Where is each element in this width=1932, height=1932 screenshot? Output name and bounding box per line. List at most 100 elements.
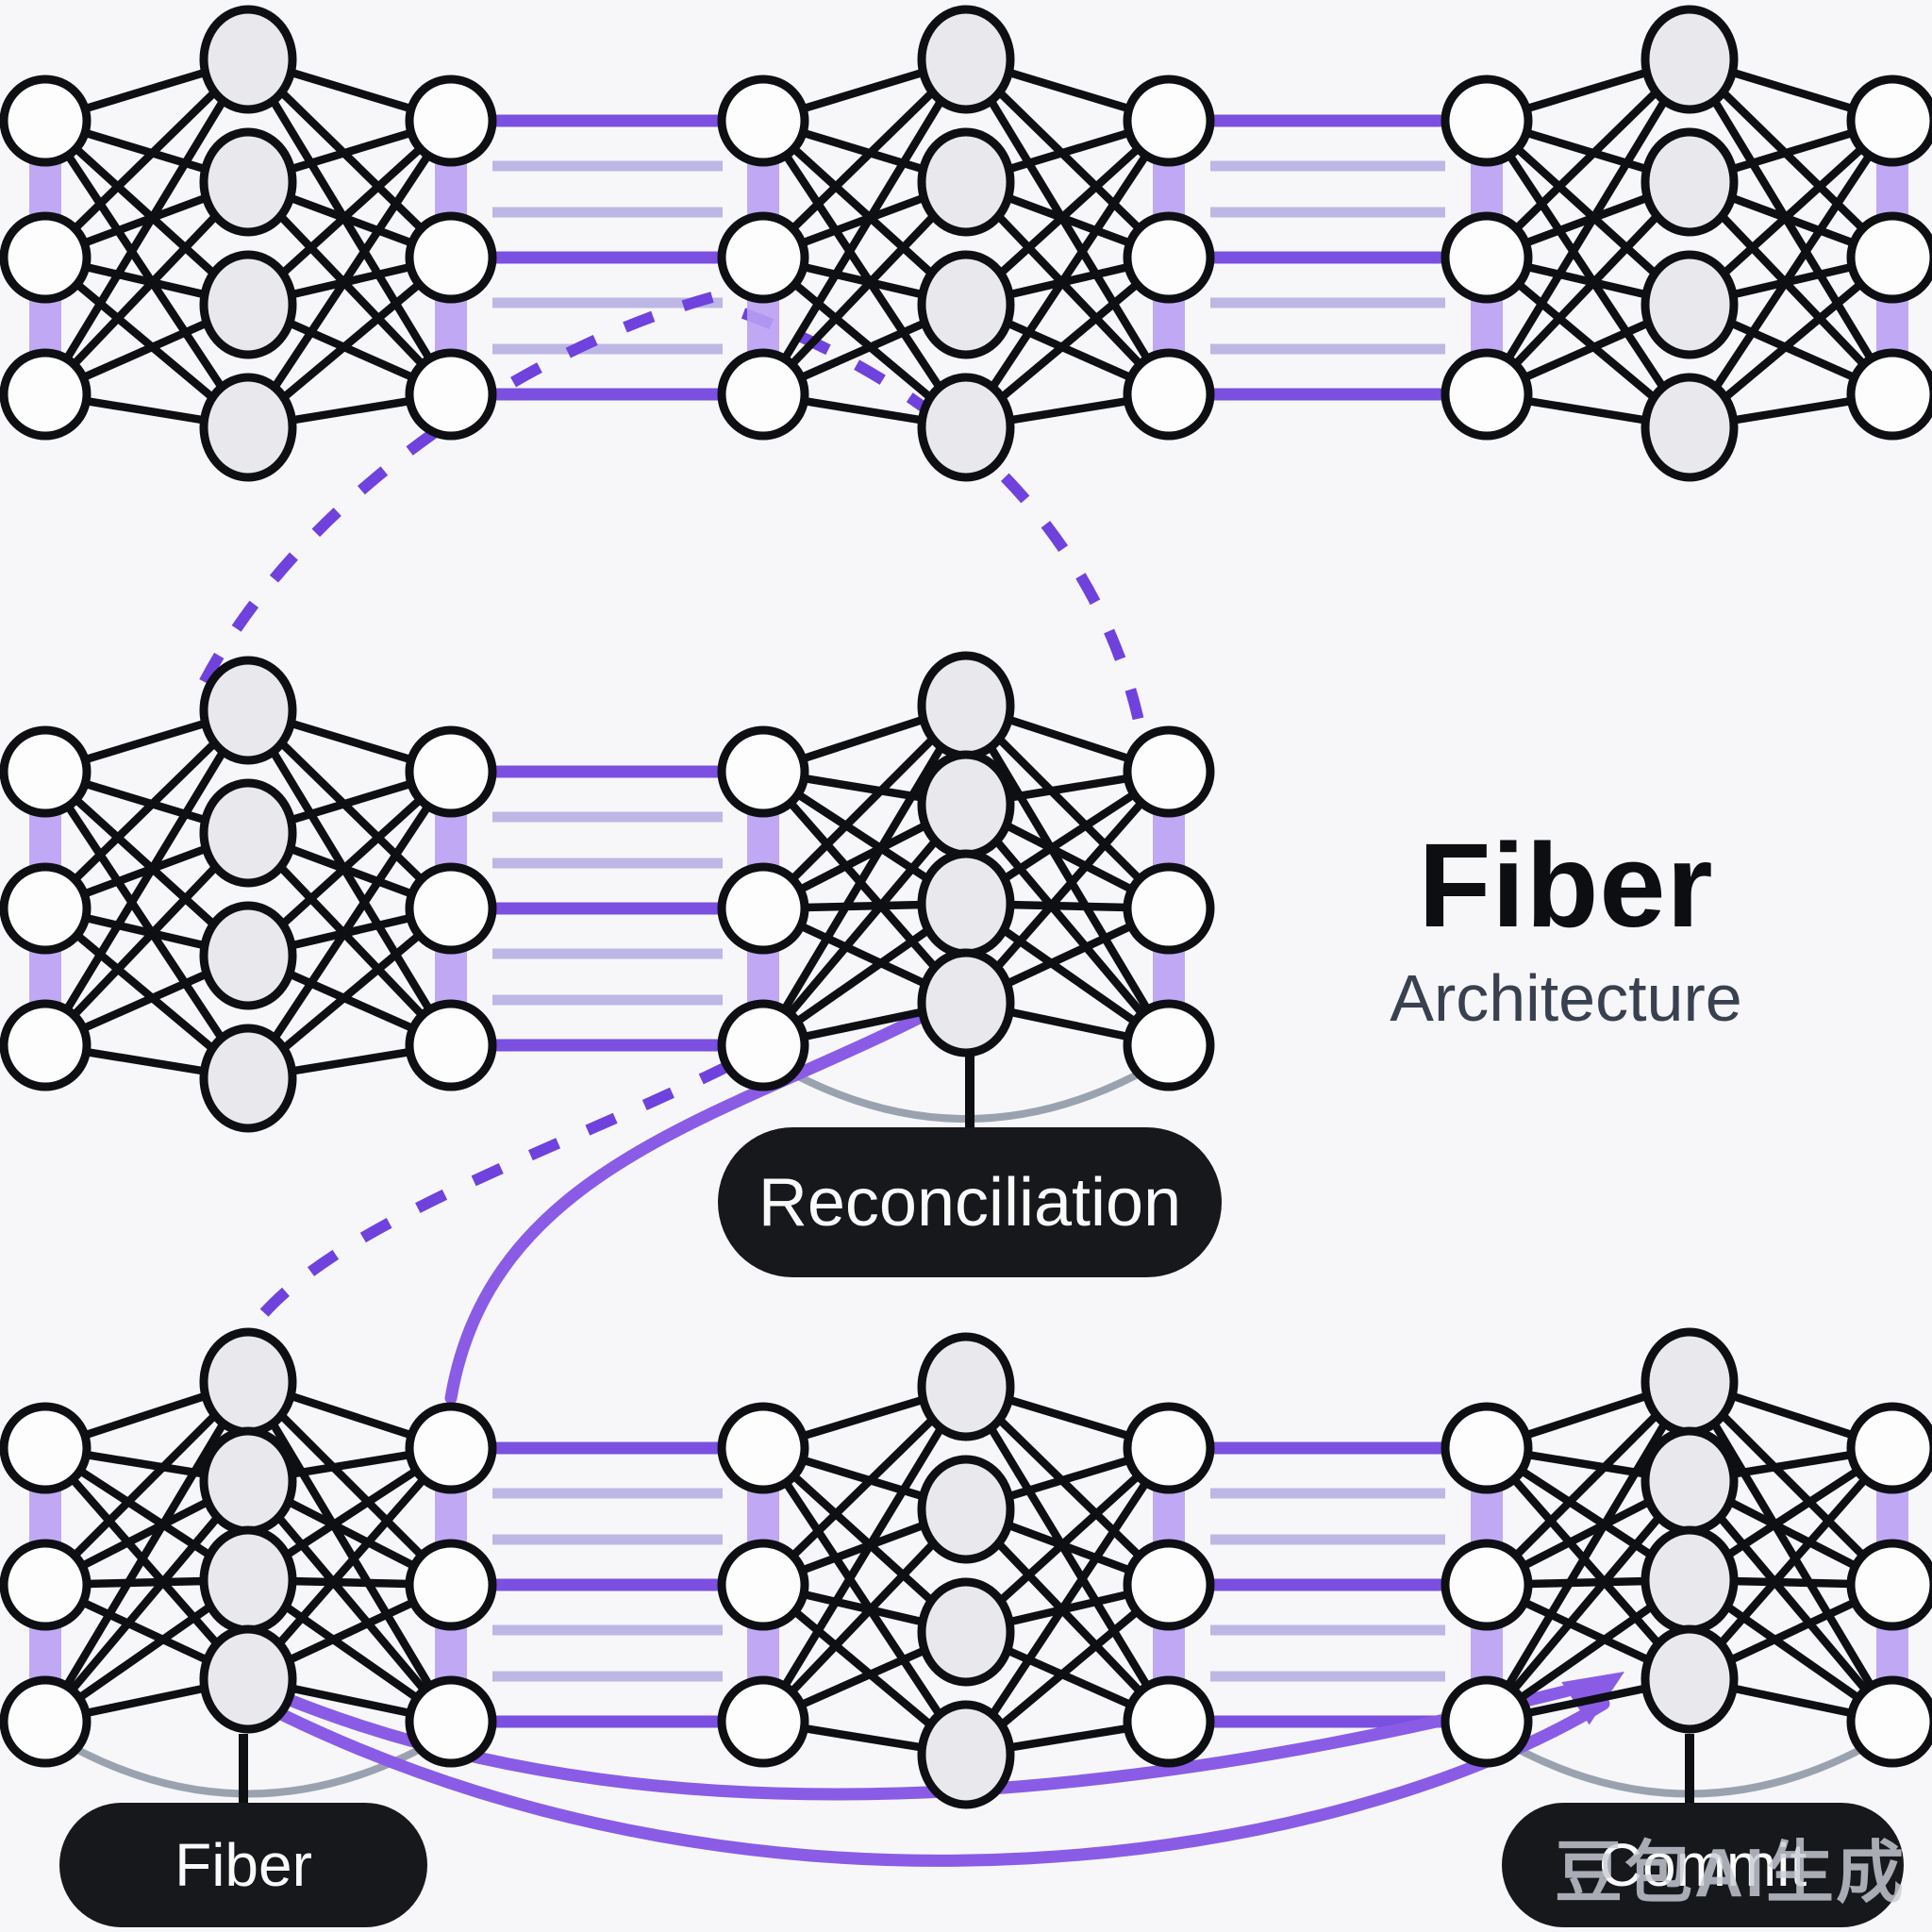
- io-node: [0, 1539, 92, 1631]
- hidden-node: [917, 1700, 1015, 1809]
- state-bar: [435, 811, 467, 870]
- state-bar: [1471, 297, 1503, 356]
- state-bar: [1876, 297, 1908, 356]
- state-bar: [1876, 1624, 1908, 1683]
- hidden-node: [917, 127, 1015, 237]
- edge: [759, 802, 970, 1048]
- hidden-node: [1641, 5, 1739, 114]
- io-node: [1123, 1402, 1215, 1494]
- hidden-node: [199, 1525, 297, 1635]
- io-node: [1846, 75, 1932, 167]
- state-bar: [747, 948, 779, 1007]
- edge: [42, 57, 252, 397]
- hidden-node: [917, 1577, 1015, 1687]
- io-node: [1441, 1402, 1533, 1494]
- state-bar: [1876, 160, 1908, 219]
- io-node: [717, 999, 809, 1091]
- state-bar: [435, 297, 467, 356]
- fiber-bundle: [1210, 1441, 1445, 1728]
- io-node: [717, 211, 809, 304]
- state-bar: [1471, 1624, 1503, 1683]
- hidden-node: [917, 5, 1015, 114]
- network-bottom-2: [717, 1332, 1215, 1809]
- hidden-node: [1641, 1525, 1739, 1635]
- hidden-node: [199, 901, 297, 1010]
- hidden-node: [917, 750, 1015, 859]
- ai-watermark: 豆包AI生成: [1555, 1836, 1907, 1911]
- hidden-node: [1641, 1624, 1739, 1734]
- edge: [42, 769, 252, 1081]
- hidden-node: [199, 1024, 297, 1133]
- io-node: [405, 999, 497, 1091]
- edge: [244, 1379, 455, 1724]
- io-node: [1123, 999, 1215, 1091]
- hidden-node: [917, 849, 1015, 958]
- io-node: [0, 1675, 92, 1768]
- solid-link-fiber-to-commit-lower: [276, 1697, 1610, 1867]
- edge: [42, 118, 252, 430]
- edge: [1686, 1478, 1896, 1724]
- io-node: [0, 75, 92, 167]
- hidden-node: [917, 250, 1015, 359]
- io-node: [1846, 1402, 1932, 1494]
- fiber-bundle: [492, 1441, 723, 1728]
- io-node: [1441, 75, 1533, 167]
- fiber-bundle: [1210, 114, 1445, 401]
- hidden-node: [917, 948, 1015, 1058]
- edge: [1483, 1478, 1693, 1724]
- network-top-1: [0, 5, 497, 482]
- io-node: [1846, 348, 1932, 441]
- state-bar: [29, 948, 61, 1007]
- state-bar: [1471, 160, 1503, 219]
- network-bottom-3: [1441, 1327, 1932, 1768]
- io-node: [1846, 1539, 1932, 1631]
- edge: [962, 703, 1173, 1048]
- state-bar: [747, 160, 779, 219]
- io-node: [1846, 1675, 1932, 1768]
- io-node: [0, 211, 92, 304]
- edge: [759, 703, 970, 1048]
- io-node: [1441, 1675, 1533, 1768]
- io-node: [717, 1402, 809, 1494]
- state-bar: [1471, 1488, 1503, 1546]
- edge: [42, 1379, 252, 1724]
- state-bar: [29, 297, 61, 356]
- hidden-node: [917, 1332, 1015, 1441]
- edge: [244, 769, 455, 1081]
- solid-link-reconciliation-to-fiber: [444, 1005, 939, 1405]
- state-bar: [1153, 297, 1185, 356]
- state-bar: [435, 160, 467, 219]
- edge: [244, 1478, 455, 1724]
- network-top-3: [1441, 5, 1932, 482]
- io-node: [1123, 725, 1215, 818]
- hidden-node: [199, 250, 297, 359]
- edge: [759, 57, 970, 397]
- edge: [1686, 118, 1896, 430]
- io-node: [1123, 211, 1215, 304]
- dashed-link-top-to-mid-left: [190, 291, 714, 703]
- io-node: [1123, 348, 1215, 441]
- io-node: [1123, 75, 1215, 167]
- hidden-node: [1641, 127, 1739, 237]
- state-bar: [435, 1488, 467, 1546]
- io-node: [1123, 1539, 1215, 1631]
- edge: [244, 708, 455, 1048]
- state-bar: [747, 297, 779, 356]
- state-bar: [747, 811, 779, 870]
- io-node: [405, 1539, 497, 1631]
- fiber-bundle: [492, 114, 723, 401]
- edge: [1686, 1379, 1896, 1724]
- fiber-label-pill: Fiber: [59, 1803, 427, 1927]
- io-node: [1441, 211, 1533, 304]
- diagram-subtitle: Architecture: [1390, 961, 1742, 1035]
- edge: [759, 118, 970, 430]
- state-bar: [29, 811, 61, 870]
- hidden-node: [917, 651, 1015, 760]
- hidden-node: [1641, 373, 1739, 482]
- state-bar: [435, 948, 467, 1007]
- network-mid-2: [717, 651, 1215, 1091]
- network-mid-1: [0, 656, 497, 1133]
- edge: [759, 1445, 970, 1757]
